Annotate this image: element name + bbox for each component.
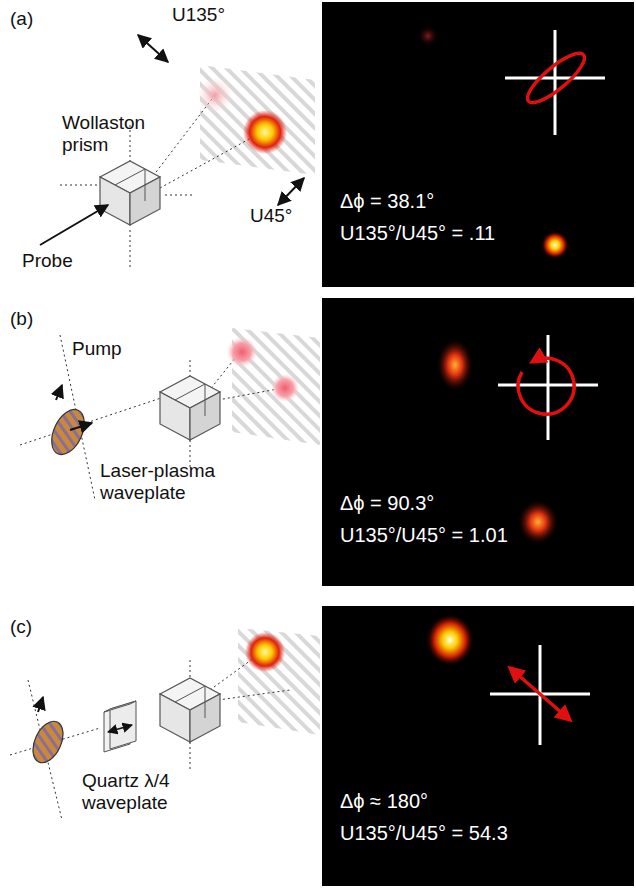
component-label: Laser-plasma waveplate <box>100 460 220 504</box>
panel-letter: (b) <box>10 308 33 330</box>
component-label: Wollaston prism <box>62 112 142 156</box>
phase-value: Δϕ ≈ 180° <box>340 790 428 813</box>
energy-ratio: U135°/U45° = .11 <box>340 222 495 245</box>
panel-letter: (a) <box>10 8 33 30</box>
component-label: Quartz λ/4 waveplate <box>82 770 202 814</box>
energy-ratio: U135°/U45° = 1.01 <box>340 524 508 547</box>
beam-label: Probe <box>22 250 73 272</box>
panel-letter: (c) <box>10 616 32 638</box>
polarization-label: U45° <box>250 205 292 227</box>
energy-ratio: U135°/U45° = 54.3 <box>340 822 508 845</box>
beam-label: Pump <box>72 338 122 360</box>
phase-value: Δϕ = 90.3° <box>340 492 434 515</box>
phase-value: Δϕ = 38.1° <box>340 190 434 213</box>
polarization-label: U135° <box>172 4 225 26</box>
